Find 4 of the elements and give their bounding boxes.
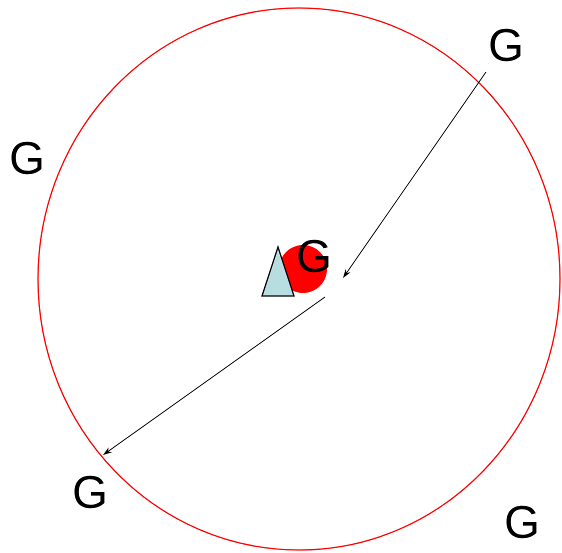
letter-label: G — [12, 142, 42, 174]
letter-label: G — [506, 506, 536, 538]
letter-label: G — [74, 476, 104, 508]
letter-label: G — [490, 28, 520, 62]
